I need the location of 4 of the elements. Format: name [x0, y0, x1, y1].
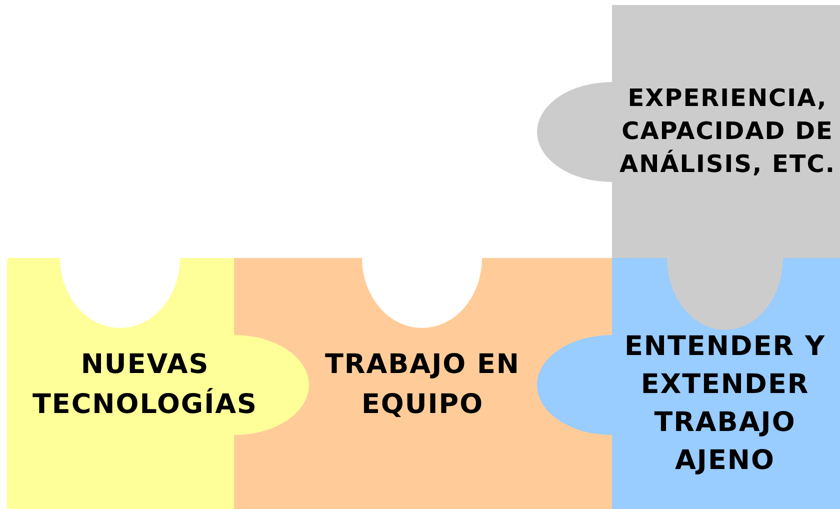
piece-label: TRABAJO EN EQUIPO — [324, 348, 522, 422]
piece-label: EXPERIENCIA, CAPACIDAD DE ANÁLISIS, ETC. — [618, 83, 836, 180]
piece-label: NUEVAS TECNOLOGÍAS — [32, 348, 258, 422]
piece-label: ENTENDER Y EXTENDER TRABAJO AJENO — [623, 330, 827, 478]
